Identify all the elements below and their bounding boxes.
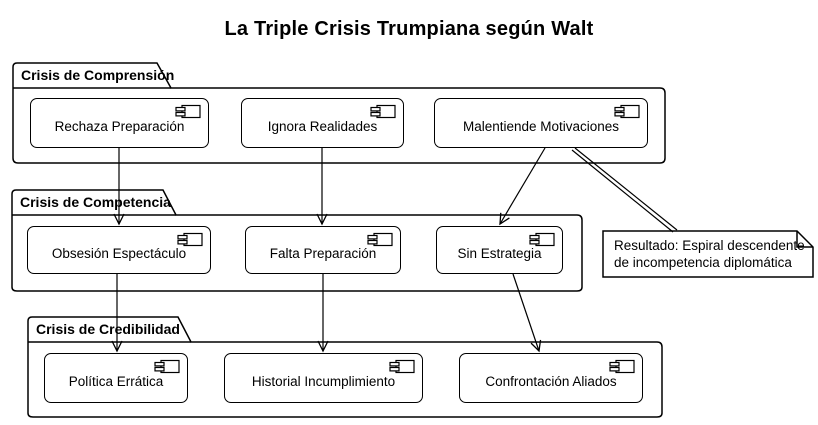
- component-label: Sin Estrategia: [457, 246, 542, 261]
- component-historial-incumplimiento: Historial Incumplimiento: [224, 353, 423, 403]
- edge-sinestrategia-to-confrontacion: [512, 273, 542, 353]
- component-politica-erratica: Política Errática: [44, 353, 188, 403]
- note-text-line2: de incompetencia diplomática: [614, 255, 792, 270]
- component-icon: [529, 232, 555, 247]
- edge-malentiende-to-sinestrategia: [499, 147, 546, 226]
- component-malentiende-motivaciones: Malentiende Motivaciones: [434, 98, 648, 148]
- package-label-credibilidad: Crisis de Credibilidad: [36, 321, 180, 337]
- component-icon: [614, 104, 640, 119]
- component-sin-estrategia: Sin Estrategia: [436, 226, 563, 274]
- note-text-line1: Resultado: Espiral descendente: [614, 238, 805, 253]
- component-ignora-realidades: Ignora Realidades: [241, 98, 404, 148]
- component-icon: [367, 232, 393, 247]
- component-falta-preparacion: Falta Preparación: [245, 226, 401, 274]
- component-confrontacion-aliados: Confrontación Aliados: [459, 353, 643, 403]
- result-note-shape: [602, 230, 814, 278]
- component-icon: [609, 359, 635, 374]
- component-label: Falta Preparación: [269, 246, 377, 261]
- component-label: Política Errática: [68, 374, 164, 389]
- edge-malentiende-to-note: [571, 147, 678, 233]
- component-label: Historial Incumplimiento: [251, 374, 396, 389]
- component-label: Ignora Realidades: [267, 119, 378, 134]
- diagram-title: La Triple Crisis Trumpiana según Walt: [224, 18, 594, 40]
- package-label-comprension: Crisis de Comprensión: [21, 67, 175, 83]
- component-obsesion-espectaculo: Obsesión Espectáculo: [27, 226, 211, 274]
- component-rechaza-preparacion: Rechaza Preparación: [30, 98, 209, 148]
- component-icon: [154, 359, 180, 374]
- component-label: Confrontación Aliados: [485, 374, 617, 389]
- component-label: Obsesión Espectáculo: [51, 246, 187, 261]
- component-icon: [370, 104, 396, 119]
- result-note: Resultado: Espiral descendente de incomp…: [614, 237, 810, 271]
- component-icon: [177, 232, 203, 247]
- component-icon: [175, 104, 201, 119]
- package-label-competencia: Crisis de Competencia: [20, 194, 171, 210]
- component-label: Malentiende Motivaciones: [462, 119, 620, 134]
- component-label: Rechaza Preparación: [54, 119, 185, 134]
- component-icon: [389, 359, 415, 374]
